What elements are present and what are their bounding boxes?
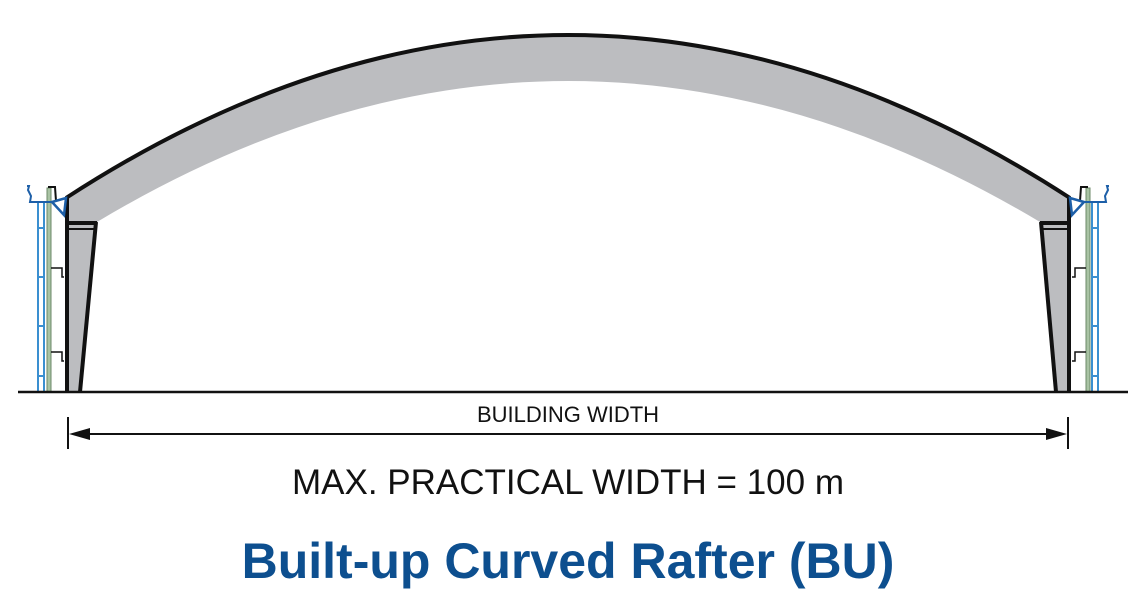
left-tapered-column bbox=[65, 198, 98, 393]
right-wall-cladding bbox=[1072, 187, 1099, 393]
diagram-title: Built-up Curved Rafter (BU) bbox=[241, 533, 895, 589]
right-gutter bbox=[1068, 185, 1110, 218]
building-width-dimension-arrow bbox=[67, 417, 1069, 449]
left-wall-cladding bbox=[37, 187, 64, 393]
building-width-label: BUILDING WIDTH bbox=[476, 402, 660, 427]
max-practical-width-label: MAX. PRACTICAL WIDTH = 100 m bbox=[291, 463, 844, 502]
left-gutter bbox=[26, 185, 68, 218]
right-tapered-column bbox=[1039, 198, 1071, 393]
curved-rafter-arch bbox=[64, 33, 1072, 222]
